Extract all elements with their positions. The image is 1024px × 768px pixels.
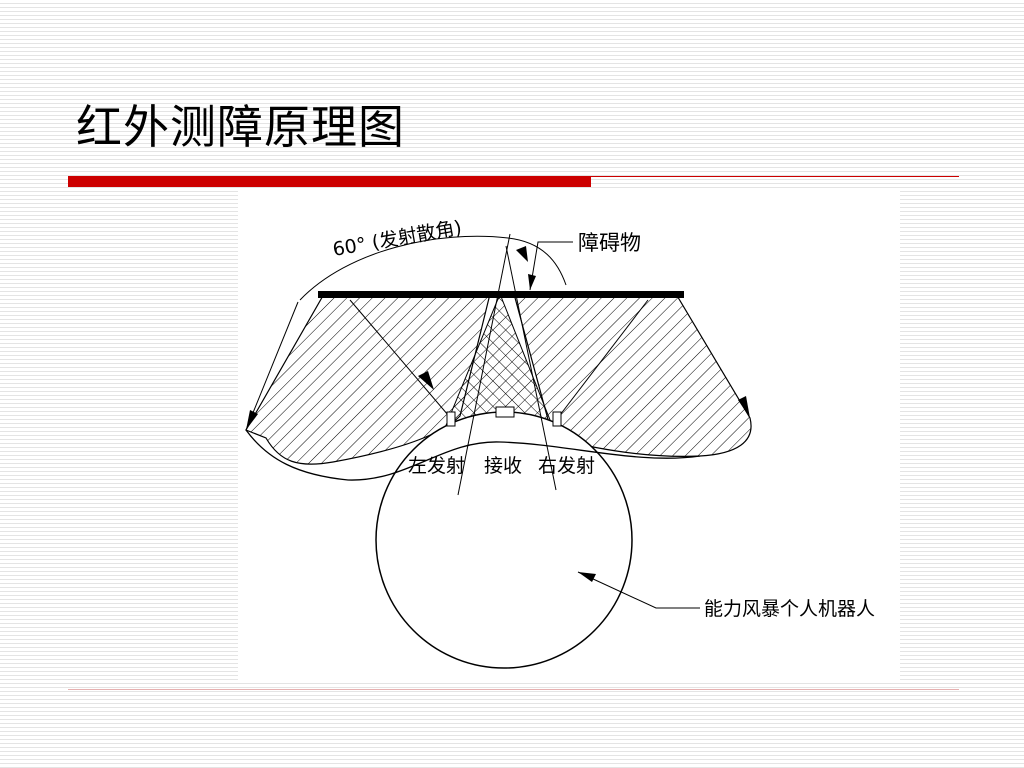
right-emitter-sensor bbox=[552, 411, 562, 427]
emission-zone-outer bbox=[245, 293, 752, 465]
slide-title: 红外测障原理图 bbox=[76, 100, 405, 154]
title-accent-bar bbox=[68, 176, 591, 187]
angle-label: 60° (发射散角) bbox=[331, 217, 463, 261]
robot-body bbox=[375, 411, 633, 669]
beam-lines bbox=[245, 233, 649, 496]
footer-rule bbox=[68, 689, 959, 690]
obstacle-label: 障碍物 bbox=[578, 231, 641, 255]
receiver-sensor bbox=[495, 406, 515, 418]
robot-leader bbox=[577, 571, 700, 609]
receiver-label: 接收 bbox=[484, 455, 522, 477]
emission-arc bbox=[299, 235, 567, 301]
title-accent-line bbox=[591, 176, 959, 177]
beam-contour bbox=[245, 429, 701, 481]
infrared-obstacle-diagram: 60° (发射散角) 障碍物 左发射 接收 右发射 能力风暴个人机器人 bbox=[245, 217, 875, 669]
obstacle-bar bbox=[318, 291, 684, 298]
left-emitter-label: 左发射 bbox=[408, 455, 465, 477]
obstacle-leader bbox=[529, 241, 573, 291]
robot-label: 能力风暴个人机器人 bbox=[704, 598, 875, 620]
left-emitter-sensor bbox=[446, 411, 456, 427]
robot-leader-arrow bbox=[578, 572, 596, 582]
right-emitter-label: 右发射 bbox=[538, 455, 595, 477]
diagram-panel: 60° (发射散角) 障碍物 左发射 接收 右发射 能力风暴个人机器人 bbox=[238, 190, 900, 683]
beam-arrows bbox=[246, 246, 750, 430]
obstacle-leader-arrow bbox=[528, 274, 536, 290]
